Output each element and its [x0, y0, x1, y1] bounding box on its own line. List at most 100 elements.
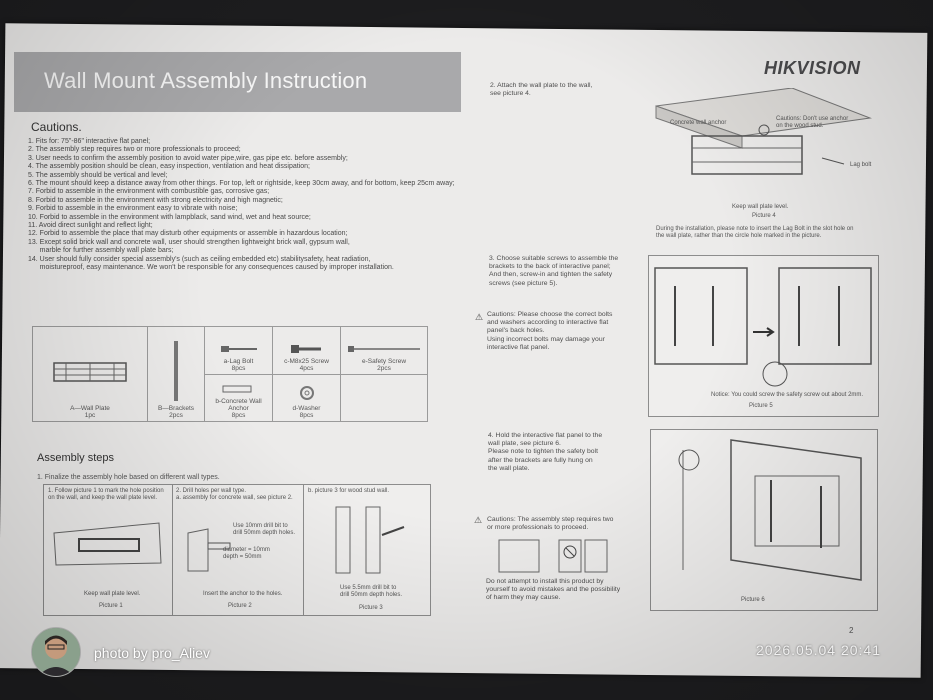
picture-4-caution: Cautions: Don't use anchor on the wood s… — [776, 116, 849, 129]
caution-item: 11. Avoid direct sunlight and reflect li… — [28, 222, 153, 230]
wall-plate-qty: 1pc — [84, 412, 96, 419]
parts-table: A—Wall Plate 1pc B—Brackets 2pcs a-Lag B… — [32, 326, 428, 422]
part-brackets: B—Brackets 2pcs — [147, 326, 205, 422]
m8-screw-label: c-M8x25 Screw — [284, 357, 329, 365]
washer-qty: 8pcs — [299, 412, 314, 419]
caution-item: 9. Forbid to assemble in the environment… — [28, 205, 238, 213]
brand-logo: HIKVISION — [764, 58, 861, 78]
page-title: Wall Mount Assembly Instruction — [44, 68, 368, 93]
picture-2-illustration — [187, 528, 231, 572]
step-2-text: 2. Attach the wall plate to the wall, se… — [490, 82, 593, 98]
caution-item: 5. The assembly should be vertical and l… — [28, 171, 168, 179]
warning-icon: ⚠ — [474, 515, 483, 525]
photo-credit: photo by pro_Aliev — [94, 645, 210, 661]
part-wall-plate: A—Wall Plate 1pc — [32, 326, 148, 422]
safety-screw-qty: 2pcs — [377, 364, 391, 372]
picture-4-illustration — [655, 87, 872, 175]
professionals-icons — [498, 539, 608, 573]
bracket-illustration — [174, 341, 178, 401]
caution-item: 2. The assembly step requires two or mor… — [28, 146, 241, 154]
anchor-qty: 8pcs — [231, 412, 246, 419]
page-number: 2 — [849, 626, 854, 635]
lag-bolt-icon — [220, 345, 257, 352]
caution-item: 12. Forbid to assemble the place that ma… — [28, 230, 348, 238]
picture-2-caption: Picture 2 — [228, 603, 252, 609]
lag-bolt-label: a-Lag Bolt — [223, 357, 254, 365]
brackets-qty: 2pcs — [169, 412, 183, 419]
picture-1-caption: Picture 1 — [99, 603, 123, 609]
caution-item: 14. User should fully consider special a… — [28, 255, 371, 263]
m8-screw-qty: 4pcs — [299, 364, 314, 372]
washer-icon — [299, 386, 314, 400]
wall-plate-label: A—Wall Plate — [70, 405, 110, 412]
picture-4-caption: Picture 4 — [752, 213, 776, 219]
part-m8-screw: c-M8x25 Screw 4pcs — [272, 326, 341, 375]
part-anchor: b-Concrete Wall Anchor 8pcs — [204, 373, 273, 422]
safety-screw-icon — [348, 345, 420, 352]
picture-1-panel: 1. Follow picture 1 to mark the hole pos… — [43, 484, 174, 616]
picture-2-panel: 2. Drill holes per wall type. a. assembl… — [172, 484, 305, 616]
caution-item: marble for further assembly wall plate b… — [28, 247, 174, 255]
caution-3-text: Cautions: Please choose the correct bolt… — [487, 311, 613, 351]
screw-icon — [290, 344, 321, 353]
picture-5-illustration — [654, 267, 872, 387]
picture-3-panel: b. picture 3 for wood stud wall. Use 5.5… — [303, 484, 431, 616]
assembly-heading: Assembly steps — [37, 452, 115, 464]
caution-item: 6. The mount should keep a distance away… — [28, 180, 455, 188]
anchor-icon — [222, 385, 251, 393]
wall-plate-illustration — [53, 362, 127, 382]
cautions-heading: Cautions. — [31, 120, 82, 134]
picture-5-notice: Notice: You could screw the safety screw… — [711, 392, 864, 398]
picture-2-note: Insert the anchor to the holes. — [203, 591, 283, 597]
caution-item: 3. User needs to confirm the assembly po… — [28, 154, 348, 162]
brackets-label: B—Brackets — [157, 405, 195, 412]
part-washer: d-Washer 8pcs — [272, 373, 341, 422]
caution-item: 8. Forbid to assemble in the environment… — [28, 196, 283, 204]
anchor-label: b-Concrete Wall Anchor — [215, 398, 262, 412]
person-icon — [32, 628, 80, 676]
picture-4-lag-label: Lag bolt — [850, 162, 872, 168]
picture-3-illustration — [335, 506, 405, 574]
picture-2-drill-note: Use 10mm drill bit to drill 50mm depth h… — [233, 523, 296, 536]
picture-5-panel: Notice: You could screw the safety screw… — [648, 255, 879, 417]
picture-1-note: Keep wall plate level. — [84, 591, 141, 597]
safety-screw-label: e-Safety Screw — [361, 357, 407, 365]
photo-timestamp: 2026.05.04 20:41 — [756, 642, 881, 658]
picture-3-instruction: b. picture 3 for wood stud wall. — [308, 488, 390, 494]
picture-6-illustration — [678, 439, 862, 581]
step-4-text: 4. Hold the interactive flat panel to th… — [488, 432, 603, 472]
step-3-text: 3. Choose suitable screws to assemble th… — [489, 255, 619, 287]
cautions-list: 1. Fits for: 75"-86" interactive flat pa… — [28, 138, 528, 273]
picture-4-level-note: Keep wall plate level. — [732, 204, 789, 210]
picture-1-illustration — [53, 522, 162, 566]
picture-2-dimensions: diameter = 10mm depth = 50mm — [223, 547, 270, 560]
title-banner: Wall Mount Assembly Instruction — [14, 52, 461, 112]
picture-5-caption: Picture 5 — [749, 403, 773, 409]
picture-6-panel: Picture 6 — [650, 429, 878, 611]
caution-item: 10. Forbid to assemble in the environmen… — [28, 213, 311, 221]
caution-item: moistureproof, easy maintenance. We won'… — [28, 264, 394, 272]
caution-item: 7. Forbid to assemble in the environment… — [28, 188, 270, 196]
avatar — [31, 627, 81, 677]
caution-4-text: Cautions: The assembly step requires two… — [487, 516, 614, 532]
empty-cell — [340, 373, 428, 422]
part-safety-screw: e-Safety Screw 2pcs — [340, 326, 428, 375]
caution-item: 4. The assembly position should be clean… — [28, 163, 310, 171]
picture-4-panel: Concrete wall anchor Cautions: Don't use… — [652, 87, 874, 220]
picture-4-install-note: During the installation, please note to … — [656, 226, 854, 239]
part-lag-bolt: a-Lag Bolt 8pcs — [204, 326, 273, 375]
picture-3-caption: Picture 3 — [359, 605, 383, 611]
picture-6-caption: Picture 6 — [741, 597, 765, 603]
washer-label: d-Washer — [292, 405, 321, 412]
caution-item: 1. Fits for: 75"-86" interactive flat pa… — [28, 138, 151, 145]
picture-2-instruction: 2. Drill holes per wall type. a. assembl… — [176, 488, 293, 501]
picture-1-instruction: 1. Follow picture 1 to mark the hole pos… — [48, 488, 164, 501]
caution-4-warning: Do not attempt to install this product b… — [486, 578, 621, 602]
lag-bolt-qty: 8pcs — [231, 364, 246, 372]
warning-icon: ⚠ — [475, 312, 484, 322]
step1-text: 1. Finalize the assembly hole based on d… — [37, 474, 220, 481]
picture-4-anchor-label: Concrete wall anchor — [670, 120, 727, 126]
picture-3-drill-note: Use 5.5mm drill bit to drill 50mm depth … — [340, 585, 403, 598]
caution-item: 13. Except solid brick wall and concrete… — [28, 238, 350, 246]
